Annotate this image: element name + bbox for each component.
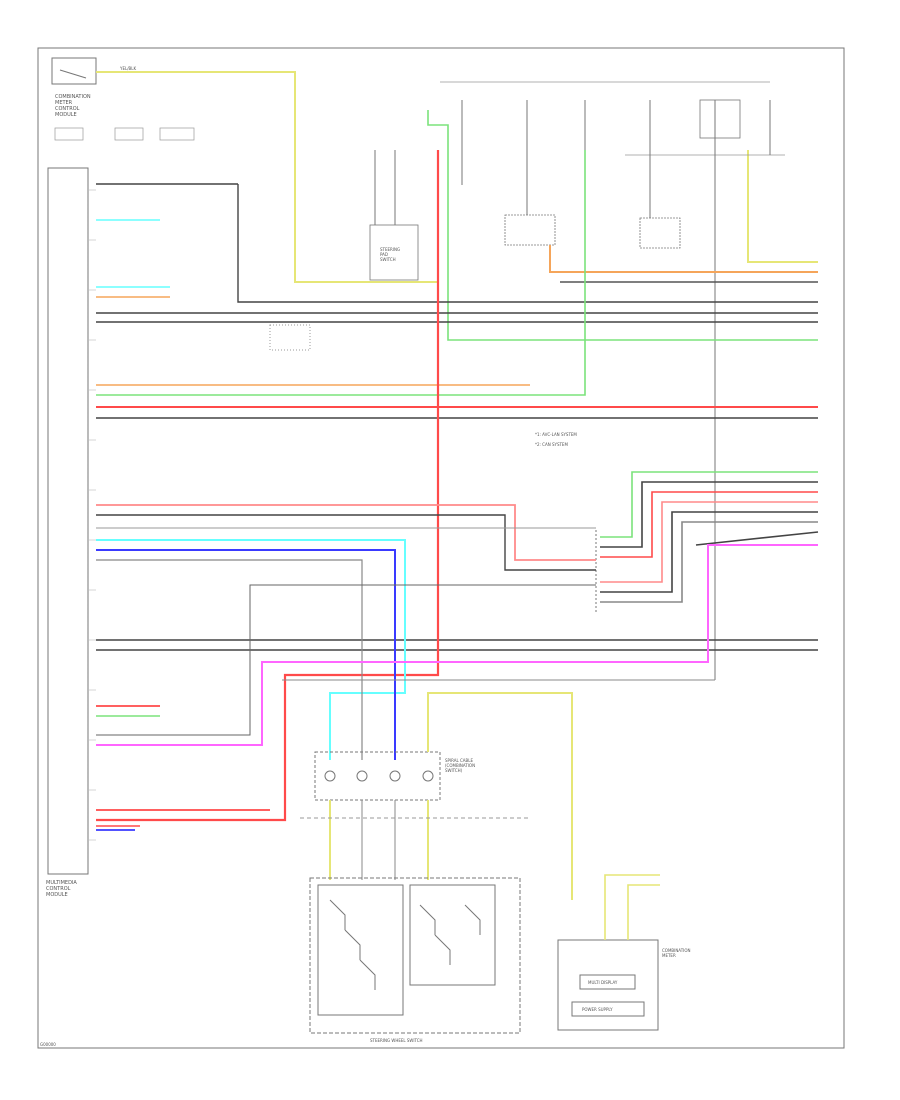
wire-yellow-meter-2 (627, 884, 660, 940)
spiral-cable-terminals (324, 770, 434, 782)
black-bus-lines (96, 183, 818, 651)
steering-switch-outer (309, 877, 521, 1034)
top-switch-contact (59, 69, 87, 79)
combination-meter-box (557, 939, 659, 1031)
relay-box-1 (369, 224, 419, 281)
wire-pink-mid (96, 504, 596, 561)
wire-magenta (96, 544, 818, 746)
legend-line-1: *1: AVC-LAN SYSTEM (535, 432, 577, 437)
legend-line-2: *2: CAN SYSTEM (535, 442, 568, 447)
steering-switch-left (317, 884, 404, 1016)
spiral-cable-box (314, 751, 441, 801)
top-connector-2 (114, 127, 144, 141)
footer-left: G00000 (40, 1042, 56, 1047)
wire-dark-mid (96, 514, 596, 571)
wire-blue-mid (96, 549, 396, 760)
wire-green-top (427, 110, 818, 341)
switch-contacts (329, 899, 481, 990)
wire-red-vertical (96, 150, 440, 822)
diagram-border (37, 47, 845, 1049)
combination-meter-label: COMBINATION METER (662, 948, 691, 958)
wire-cyan-mid (96, 539, 406, 760)
wire-yellow-top (96, 71, 438, 283)
meter-inner-2 (571, 1001, 645, 1017)
spiral-cable-label: SPIRAL CABLE (COMBINATION SWITCH) (445, 758, 476, 773)
wire-yellow-spiral (427, 692, 573, 900)
steering-switch-right (409, 884, 496, 986)
wire-orange-right (549, 245, 818, 273)
switch-box-label: STEERING PAD SWITCH (380, 247, 401, 262)
ecu-bottom-label: MULTIMEDIA CONTROL MODULE (46, 880, 77, 898)
wire-gray-mid (96, 559, 363, 760)
wire-yellow-right (747, 150, 818, 263)
top-connector-1 (54, 127, 84, 141)
yellow-wire-label: YEL/BLK (120, 66, 137, 71)
meter-inner-1 (579, 974, 636, 990)
top-vertical-feeders (374, 100, 771, 680)
relay-box-4 (699, 99, 741, 139)
wire-yellow-meter-1 (604, 874, 660, 940)
relay-box-3 (639, 217, 681, 249)
multimedia-module-box (47, 167, 89, 875)
wire-dark-gray-lower (96, 584, 596, 736)
module-pin-ticks (88, 189, 96, 841)
mid-dotted-box (269, 324, 311, 351)
top-switch-box (51, 57, 97, 85)
top-connector-3 (159, 127, 195, 141)
meter-box-1-label: MULTI DISPLAY (588, 980, 618, 985)
right-wire-bundle (600, 471, 819, 603)
meter-box-2-label: POWER SUPPLY (582, 1007, 613, 1012)
ecu-top-label: COMBINATION METER CONTROL MODULE (55, 94, 91, 118)
relay-box-2 (504, 214, 556, 246)
wire-green-long (96, 150, 586, 396)
footer-center: STEERING WHEEL SWITCH (370, 1038, 423, 1043)
